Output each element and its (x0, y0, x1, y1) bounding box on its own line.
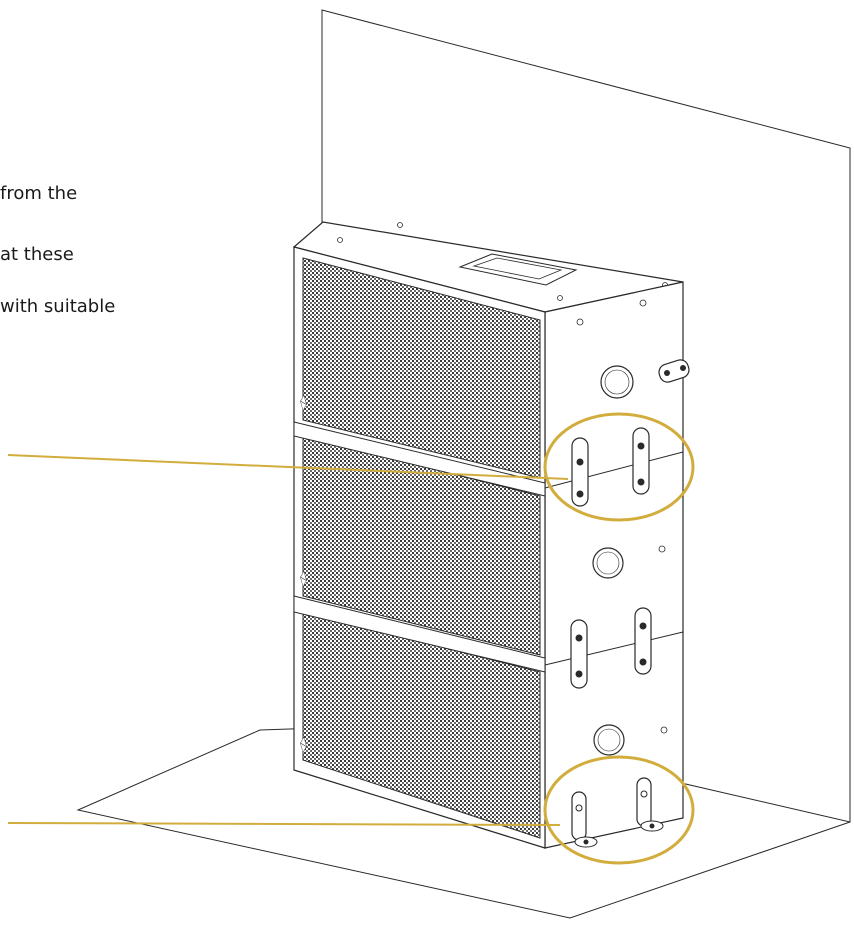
side-socket-middle (592, 547, 624, 579)
link-plate-lower-left (570, 619, 588, 689)
link-plate-upper-left (571, 437, 589, 507)
side-screw (639, 299, 647, 307)
floor-bracket-left (571, 791, 598, 848)
instruction-text-line-3: with suitable (0, 296, 116, 317)
top-screw (397, 222, 403, 228)
middle-bracket-callout (543, 412, 695, 522)
side-socket-bottom (593, 724, 625, 756)
top-handle-inner (472, 257, 563, 280)
side-screw (576, 318, 584, 326)
side-seam (544, 631, 684, 666)
floor-callout-leader (7, 822, 561, 826)
floor-bracket-callout (543, 755, 695, 865)
side-screw (658, 545, 666, 553)
middle-callout-leader (7, 454, 569, 480)
top-screw (557, 295, 563, 301)
wall-bracket (658, 359, 690, 383)
top-screw (337, 237, 343, 243)
side-screw (660, 726, 668, 734)
instruction-text-line-1: from the (0, 183, 78, 204)
side-seam (544, 451, 684, 489)
instruction-text-line-2: at these (0, 244, 74, 265)
front-rail (293, 421, 546, 497)
link-plate-lower-right (634, 607, 652, 675)
side-socket-top (600, 365, 634, 399)
front-rail (293, 595, 546, 673)
link-plate-upper-right (632, 427, 650, 495)
floor-bracket-right (636, 777, 664, 832)
